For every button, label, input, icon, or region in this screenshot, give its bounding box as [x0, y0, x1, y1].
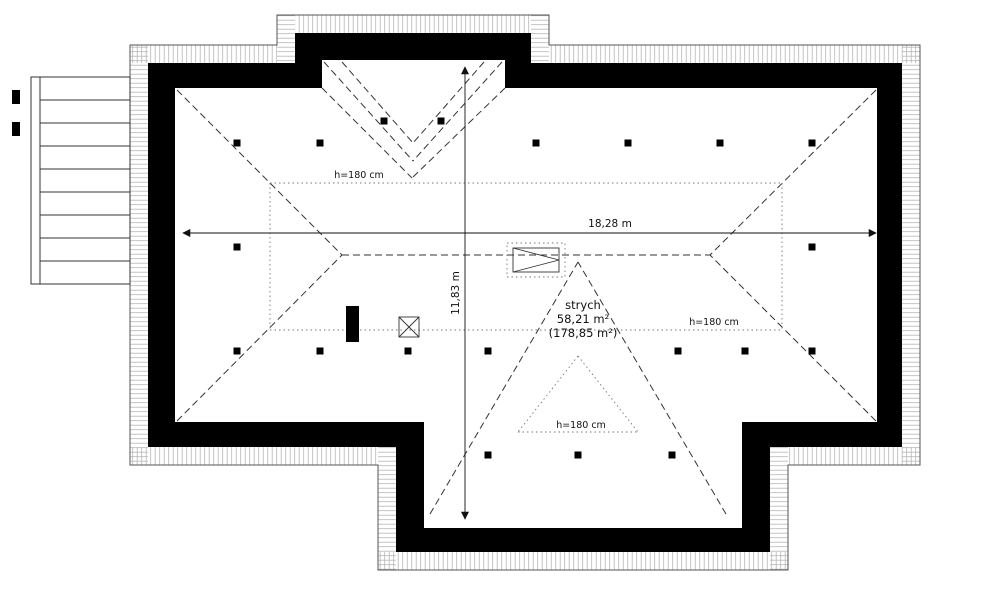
dimension-width-label: 18,28 m [588, 218, 632, 230]
ladder-post-bottom [12, 122, 20, 136]
post-marker [808, 243, 816, 251]
h-clearance-label-2: h=180 cm [689, 317, 739, 328]
room-label: strych 58,21 m² (178,85 m²) [549, 298, 618, 340]
post-marker [233, 243, 241, 251]
room-area-total: (178,85 m²) [549, 326, 618, 340]
eaves-hatch-band [129, 14, 921, 571]
dimension-depth: 11,83 m [450, 66, 470, 520]
h-clearance-label-1: h=180 cm [334, 170, 384, 181]
post-marker [437, 117, 445, 125]
post-marker [380, 117, 388, 125]
exterior-wall [148, 33, 902, 552]
h-clearance-label-3: h=180 cm [556, 420, 606, 431]
post-marker [316, 347, 324, 355]
eaves-outline [129, 14, 921, 571]
post-marker [716, 139, 724, 147]
attic-hatch-symbol [512, 247, 560, 273]
post-marker [532, 139, 540, 147]
post-marker [624, 139, 632, 147]
chimney [346, 306, 359, 342]
room-name: strych [565, 298, 601, 312]
exterior-ladder [12, 76, 131, 285]
post-marker [574, 451, 582, 459]
clearance-dotted-lines [269, 182, 783, 433]
post-marker [404, 347, 412, 355]
post-marker [668, 451, 676, 459]
roof-edge-dashed-lines [176, 61, 877, 515]
post-marker [484, 347, 492, 355]
roof-window-symbol [398, 316, 420, 338]
room-area: 58,21 m² [557, 312, 609, 326]
post-marker [233, 139, 241, 147]
ladder-post-top [12, 90, 20, 104]
post-marker [316, 139, 324, 147]
post-marker [808, 347, 816, 355]
post-marker [233, 347, 241, 355]
dimension-width: 18,28 m [182, 218, 877, 238]
posts-layer [233, 117, 816, 459]
post-marker [741, 347, 749, 355]
dimension-depth-label: 11,83 m [450, 271, 462, 315]
post-marker [808, 139, 816, 147]
post-marker [674, 347, 682, 355]
post-marker [484, 451, 492, 459]
